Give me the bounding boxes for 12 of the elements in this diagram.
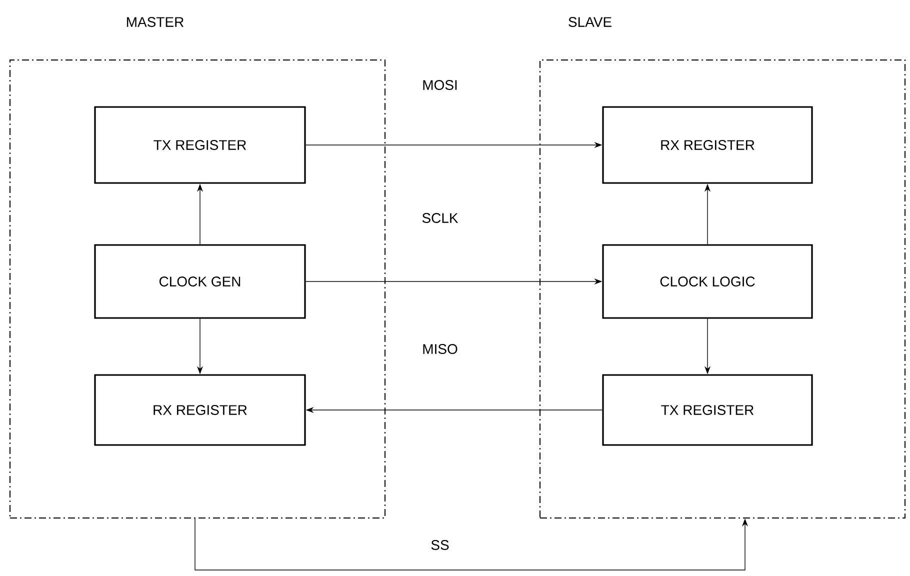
signal-label: MOSI — [421, 79, 459, 91]
signal-label: MISO — [421, 343, 459, 355]
register-box: RX REGISTER — [602, 106, 813, 184]
device-heading: MASTER — [126, 17, 184, 27]
register-box: RX REGISTER — [94, 374, 306, 446]
device-heading: SLAVE — [568, 17, 612, 27]
register-box: TX REGISTER — [94, 106, 306, 184]
signal-label: SCLK — [420, 212, 460, 224]
register-box: CLOCK LOGIC — [602, 244, 813, 319]
signal-label: SS — [430, 539, 450, 551]
register-box: TX REGISTER — [602, 374, 813, 446]
register-box: CLOCK GEN — [94, 244, 306, 319]
